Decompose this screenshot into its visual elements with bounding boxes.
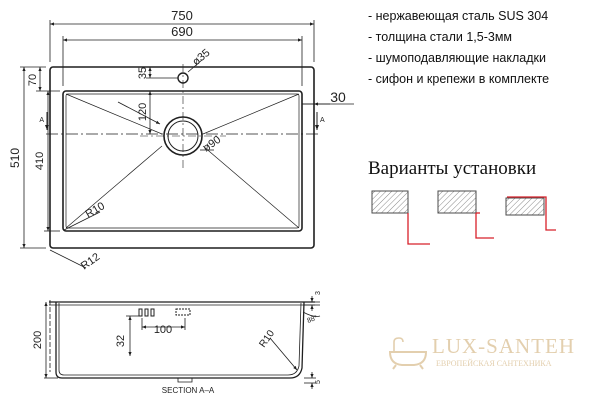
- section-profile-outer: [49, 301, 315, 379]
- dim-drain-offset: 35: [137, 67, 149, 79]
- install-option-undermount: [437, 190, 494, 239]
- spec-item: - шумоподавляющие накладки: [368, 51, 546, 65]
- install-options: [371, 190, 556, 245]
- dim-outer-radius: R12: [79, 251, 102, 272]
- section-view: 200 32 100 3 88° R10 5 SECTION A–A: [32, 291, 322, 395]
- install-title: Варианты установки: [368, 158, 537, 179]
- dim-750-lines: [20, 20, 354, 269]
- install-option-flush: [371, 190, 430, 245]
- dim-overall-width: 750: [171, 8, 193, 23]
- section-corner-radius: R10: [257, 328, 277, 350]
- install-option-overmount: [505, 196, 556, 231]
- bathtub-icon: [388, 337, 428, 370]
- spec-item: - сифон и крепежи в комплекте: [368, 72, 550, 86]
- dim-inner-height: 410: [34, 152, 46, 170]
- sink-bowl-outline: [62, 90, 303, 232]
- section-bottom-gap: 5: [315, 380, 322, 384]
- dim-drain-diameter: ø90: [201, 134, 223, 155]
- dim-tap-hole: ø35: [190, 47, 212, 68]
- dim-inner-radius: R10: [84, 200, 107, 220]
- section-drain-stub: [177, 378, 193, 383]
- dim-inner-width: 690: [171, 24, 193, 39]
- section-marker-right: A: [320, 117, 325, 124]
- spec-item: - нержавеющая сталь SUS 304: [368, 9, 549, 23]
- sink-outer-outline: [49, 66, 315, 249]
- logo-tagline: ЕВРОПЕЙСКАЯ САНТЕХНИКА: [436, 359, 552, 368]
- section-wall-angle: 88°: [306, 314, 319, 325]
- dim-top-margin: 70: [27, 74, 39, 86]
- section-depth: 200: [32, 331, 44, 349]
- overflow-holes: [138, 308, 191, 317]
- section-overflow-spacing: 100: [154, 324, 172, 336]
- dim-drain-to-bowl: 120: [137, 103, 149, 121]
- section-caption: SECTION A–A: [162, 386, 215, 395]
- dim-overall-height: 510: [8, 148, 22, 168]
- sink-bowl-inner-outline: [65, 93, 300, 229]
- section-profile-inner: [58, 302, 302, 376]
- section-marker-left: A: [39, 117, 44, 124]
- section-flange-thickness: 3: [315, 291, 322, 295]
- section-dim-lines: [44, 296, 321, 389]
- logo-name: LUX-SANTEH: [432, 334, 575, 358]
- top-view: 750 690 510 70 410 35 120 ø35 30 ø90 R10…: [8, 8, 354, 272]
- dim-side-margin: 30: [330, 89, 346, 105]
- spec-list: - нержавеющая сталь SUS 304 - толщина ст…: [368, 6, 549, 90]
- brand-logo: LUX-SANTEH ЕВРОПЕЙСКАЯ САНТЕХНИКА: [386, 330, 596, 378]
- section-overflow-height: 32: [115, 335, 127, 347]
- center-lines: [140, 64, 226, 170]
- spec-item: - толщина стали 1,5-3мм: [368, 30, 513, 44]
- bowl-fold-lines: [65, 93, 300, 229]
